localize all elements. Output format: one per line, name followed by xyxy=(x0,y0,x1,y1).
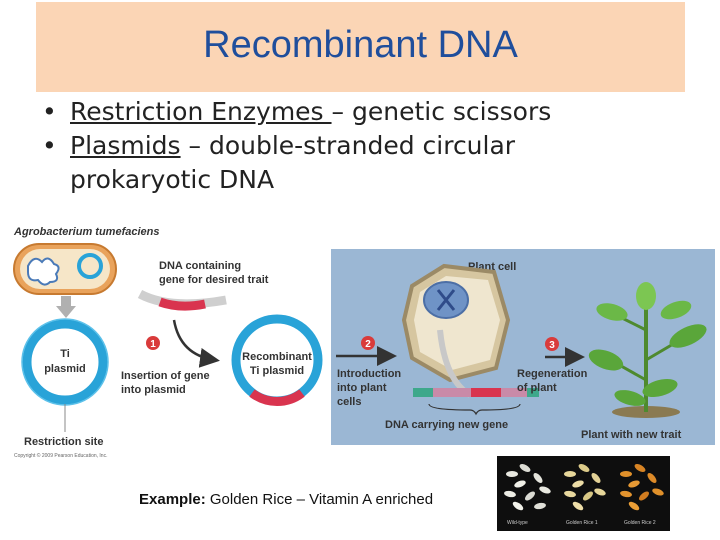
title-banner: Recombinant DNA xyxy=(36,2,685,92)
plant-cell-icon xyxy=(401,263,511,383)
bullet-restriction-enzymes: • Restriction Enzymes – genetic scissors xyxy=(40,95,680,129)
bullet-plasmids: • Plasmids – double-stranded circular xyxy=(40,129,680,163)
bullet-term: Restriction Enzymes xyxy=(70,97,332,126)
step-3-number: 3 xyxy=(549,340,555,351)
bullet-text: – genetic scissors xyxy=(331,97,552,126)
dna-new-gene-icon xyxy=(413,388,539,416)
step-1-label-line2: into plasmid xyxy=(121,384,186,396)
step-2-label-line3: cells xyxy=(337,396,361,408)
dna-new-gene-label: DNA carrying new gene xyxy=(385,419,508,431)
step-2-badge xyxy=(361,336,375,350)
example-prefix: Example: xyxy=(139,491,206,508)
bullet-continuation: prokaryotic DNA xyxy=(70,165,275,194)
bullet-dot: • xyxy=(42,131,57,160)
rice-golden-2 xyxy=(620,464,664,511)
bacterium-icon xyxy=(13,243,117,295)
page-title: Recombinant DNA xyxy=(203,24,518,66)
step-3-label-line2: of plant xyxy=(517,382,557,394)
bullet-term: Plasmids xyxy=(70,131,181,160)
bullet-dot: • xyxy=(42,97,57,126)
step-2-number: 2 xyxy=(365,339,371,350)
plant-icon xyxy=(588,282,707,418)
recombinant-label-line2: Ti plasmid xyxy=(250,365,304,377)
restriction-label: Restriction site xyxy=(24,436,103,448)
plant-label: Plant with new trait xyxy=(581,429,682,441)
step-1-label-line1: Insertion of gene xyxy=(121,370,210,382)
ti-plasmid-icon xyxy=(21,318,109,406)
example-caption: Example: Golden Rice – Vitamin A enriche… xyxy=(139,491,433,508)
step-1-badge xyxy=(146,336,160,350)
dna-fragment-icon xyxy=(137,289,227,311)
insertion-arrow xyxy=(172,319,220,368)
recombinant-plasmid-icon xyxy=(231,314,323,406)
rice-photo xyxy=(504,464,664,511)
ti-label-line2: plasmid xyxy=(44,363,86,375)
down-arrow-head xyxy=(56,306,76,318)
step-2-label-line2: into plant xyxy=(337,382,387,394)
organism-label: Agrobacterium tumefaciens xyxy=(13,226,159,238)
step-2-label-line1: Introduction xyxy=(337,368,401,380)
step-3-badge xyxy=(545,337,559,351)
example-text: Golden Rice – Vitamin A enriched xyxy=(205,491,434,508)
copyright: Copyright © 2009 Pearson Education, Inc. xyxy=(14,452,107,459)
step-3-label-line1: Regeneration xyxy=(517,368,588,380)
recombinant-label-line1: Recombinant xyxy=(242,351,312,363)
dna-label-line1: DNA containing xyxy=(159,260,241,272)
rice-golden-1 xyxy=(564,464,606,511)
step-1-number: 1 xyxy=(150,339,156,350)
rice-white xyxy=(504,464,551,511)
ti-label-line1: Ti xyxy=(60,348,70,360)
bullet-list: • Restriction Enzymes – genetic scissors… xyxy=(40,95,680,197)
dna-label-line2: gene for desired trait xyxy=(159,274,269,286)
bullet-text: – double-stranded circular xyxy=(180,131,516,160)
